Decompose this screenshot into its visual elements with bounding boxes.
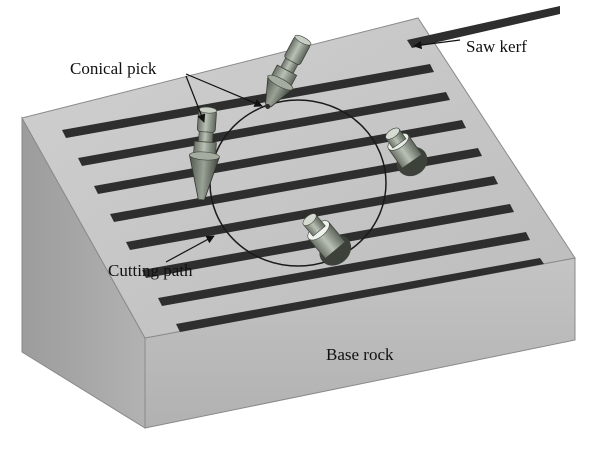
cutting-path-arrow <box>165 235 215 263</box>
conical-pick-right <box>385 127 428 177</box>
saw-kerf-label: Saw kerf <box>466 37 527 56</box>
conical-pick-bottom <box>302 213 352 266</box>
saw-kerf-6 <box>126 176 498 250</box>
base-rock-label: Base rock <box>326 345 394 364</box>
conical-pick-label: Conical pick <box>70 59 157 78</box>
saw-kerf-9 <box>176 258 544 332</box>
saw-kerf-arrow <box>413 39 461 50</box>
conical-pick-upper <box>265 34 312 109</box>
saw-kerf-2 <box>62 64 434 138</box>
conical-pick-arrow-1 <box>185 73 263 107</box>
saw-kerf-1 <box>407 6 560 48</box>
conical-pick-left <box>188 106 220 205</box>
saw-kerf-3 <box>78 92 450 166</box>
saw-kerf-8 <box>158 232 530 306</box>
conical-pick-arrow-2 <box>185 75 206 123</box>
cutting-path-label: Cutting path <box>108 261 193 280</box>
